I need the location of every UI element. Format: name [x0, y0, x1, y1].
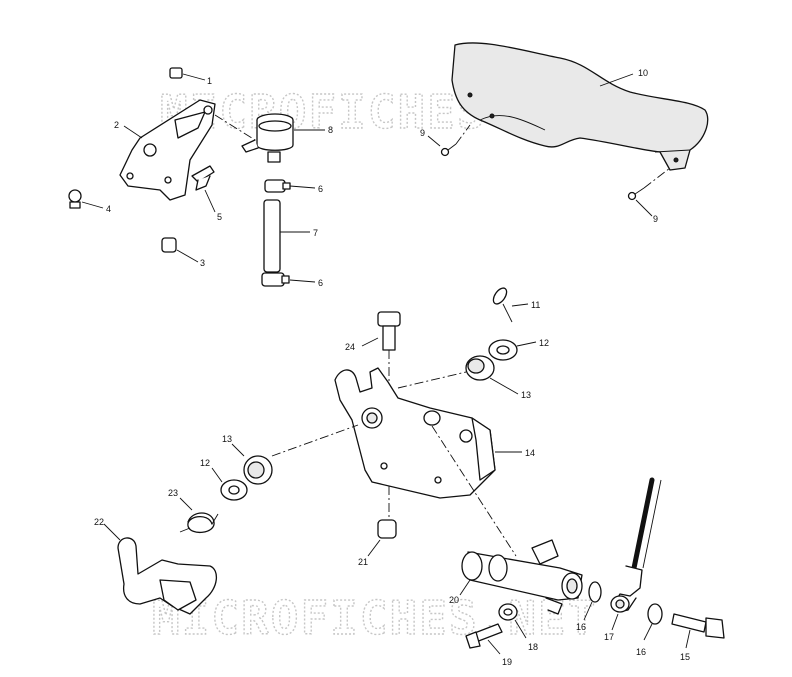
part-13-bushing-upper [465, 355, 495, 381]
callout-14: 14 [525, 448, 535, 458]
part-6-clamp-upper [264, 179, 291, 193]
callout-12-upper: 12 [539, 338, 549, 348]
part-4-bolt [68, 189, 82, 209]
part-19-bolt [465, 623, 503, 649]
part-17-clevis [610, 477, 662, 613]
part-20-master-cylinder [461, 539, 583, 615]
callout-13-lower: 13 [222, 434, 232, 444]
callout-1: 1 [207, 76, 212, 86]
callout-16-left: 16 [576, 622, 586, 632]
part-15-bolt [671, 613, 725, 639]
callout-9-lower: 9 [653, 214, 658, 224]
callout-9-upper: 9 [420, 128, 425, 138]
callout-17: 17 [604, 632, 614, 642]
part-3-bushing [161, 237, 177, 253]
callout-4: 4 [106, 204, 111, 214]
callout-16-right: 16 [636, 647, 646, 657]
part-10-cover [451, 42, 709, 171]
callout-24: 24 [345, 342, 355, 352]
part-1-plug [169, 67, 183, 79]
callout-13-upper: 13 [521, 390, 531, 400]
part-24-pin [377, 311, 401, 351]
callout-20: 20 [449, 595, 459, 605]
part-9-screw-upper [440, 143, 457, 157]
callout-5: 5 [217, 212, 222, 222]
part-8-reservoir [241, 113, 294, 163]
callout-15: 15 [680, 652, 690, 662]
part-11-cotter-pin [492, 287, 513, 323]
callout-6-upper: 6 [318, 184, 323, 194]
part-22-pedal [117, 537, 217, 615]
callout-18: 18 [528, 642, 538, 652]
part-14-bracket [334, 367, 496, 499]
callout-21: 21 [358, 557, 368, 567]
callout-10: 10 [638, 68, 648, 78]
callout-11: 11 [531, 300, 540, 310]
part-2-bracket [119, 99, 216, 201]
callout-19: 19 [502, 657, 512, 667]
part-16-washer-left [588, 581, 602, 603]
callout-12-lower: 12 [200, 458, 210, 468]
callout-6-lower: 6 [318, 278, 323, 288]
part-12-washer-upper [488, 339, 518, 361]
part-16-washer-right [647, 603, 663, 625]
part-5-bolt [191, 165, 215, 191]
callout-8: 8 [328, 125, 333, 135]
part-23-spring [179, 512, 219, 533]
callout-2: 2 [114, 120, 119, 130]
part-18-washer [498, 603, 518, 621]
callout-3: 3 [200, 258, 205, 268]
callout-7: 7 [313, 228, 318, 238]
watermark-bottom: MICROFICHES.NET [152, 591, 597, 645]
callout-23: 23 [168, 488, 178, 498]
part-12-washer-lower [220, 479, 248, 501]
part-6-clamp-lower [261, 272, 290, 287]
callout-22: 22 [94, 517, 104, 527]
part-7-hose [263, 199, 281, 273]
part-9-screw-lower [627, 187, 645, 201]
part-21-bushing [377, 519, 397, 539]
part-13-bushing-lower [243, 455, 273, 485]
